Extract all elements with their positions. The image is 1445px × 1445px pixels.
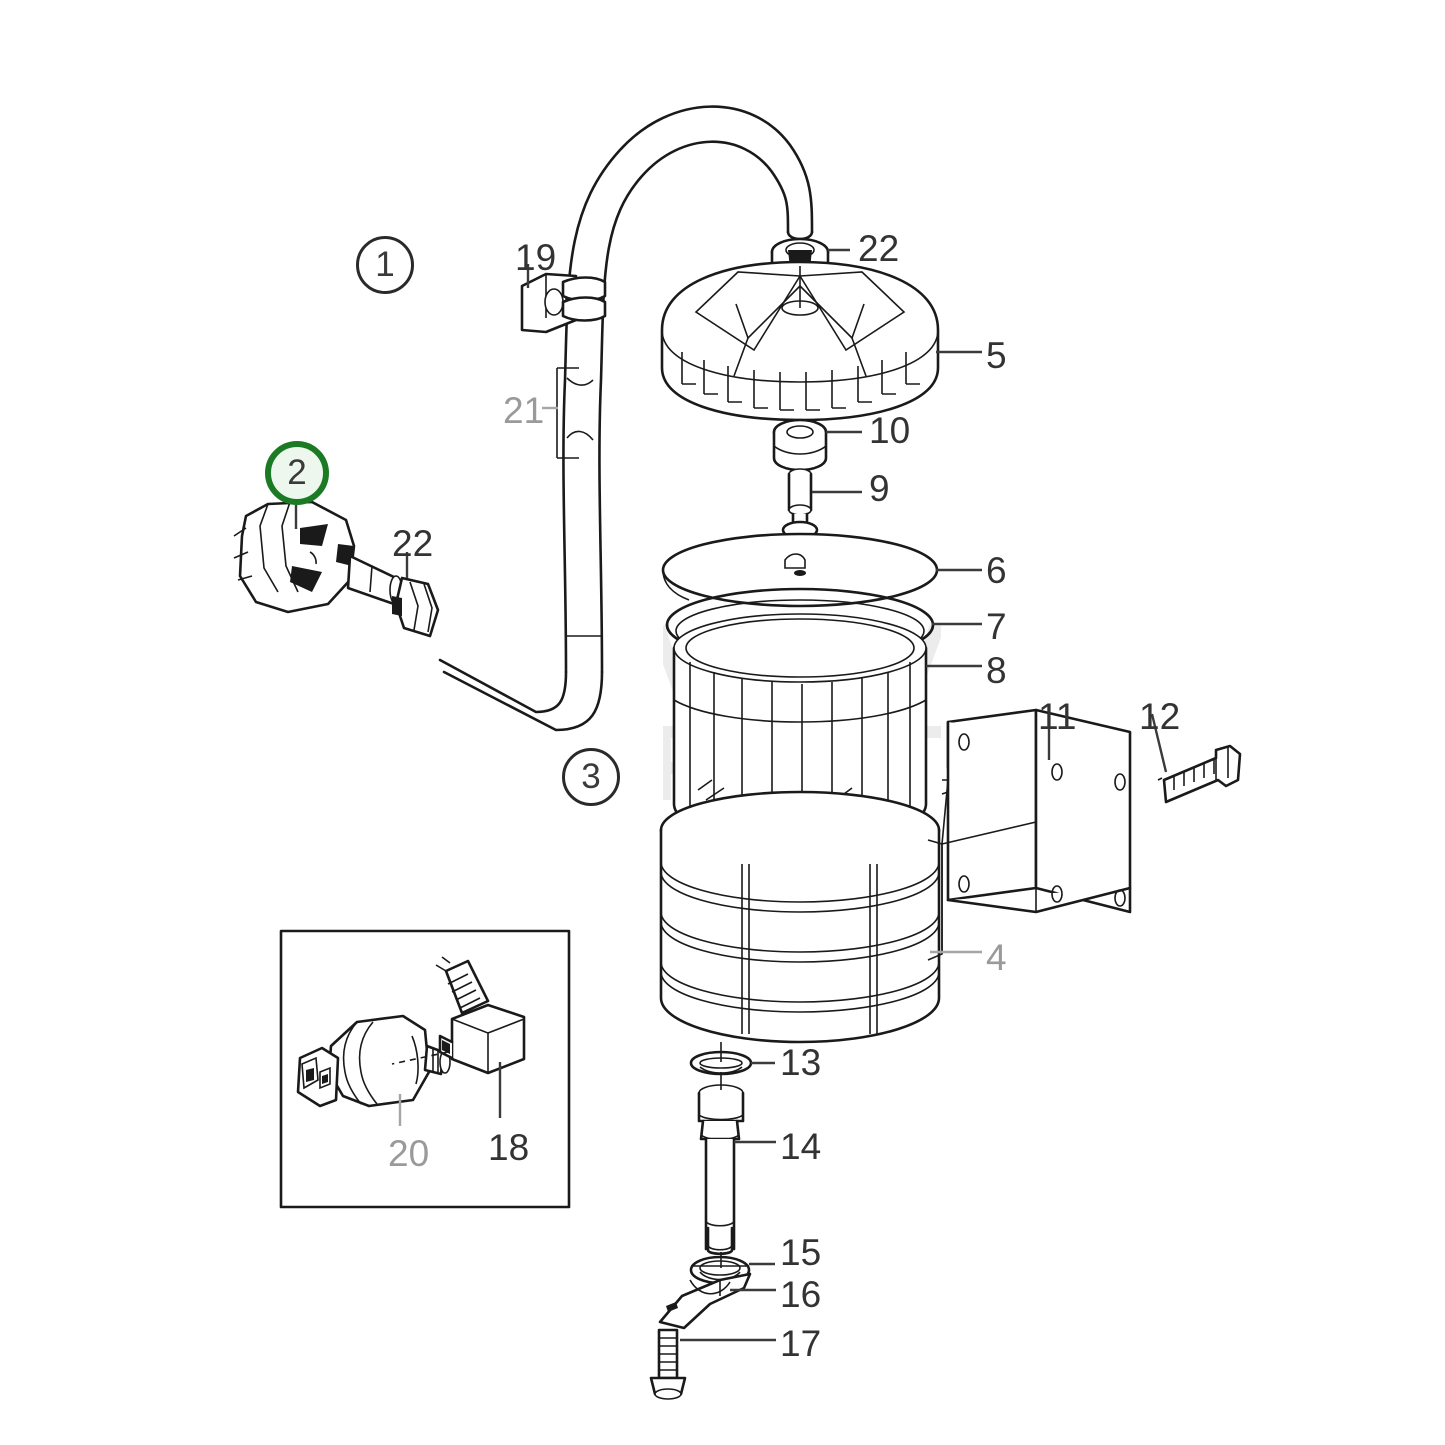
part-label-22-lower[interactable]: 22	[392, 523, 434, 564]
part-label-22-top[interactable]: 22	[858, 228, 900, 269]
hose-clamp-22-lower	[392, 576, 440, 638]
mounting-bracket-11	[941, 708, 1132, 914]
fuel-pump-2	[233, 500, 403, 614]
part-label-18[interactable]: 18	[488, 1127, 530, 1168]
hex-bolt-12	[1157, 744, 1242, 804]
part-label-4[interactable]: 4	[986, 937, 1007, 978]
part-label-13[interactable]: 13	[780, 1042, 822, 1083]
part-label-8[interactable]: 8	[986, 650, 1007, 691]
part-label-17[interactable]: 17	[780, 1323, 822, 1364]
hose-section-21	[556, 367, 594, 459]
drain-valve-14	[697, 1072, 745, 1268]
water-sensor-20	[296, 1014, 451, 1108]
cover-plate-6	[661, 532, 939, 608]
hose-clip-19	[520, 272, 607, 334]
part-label-16[interactable]: 16	[780, 1274, 822, 1315]
part-label-6[interactable]: 6	[986, 550, 1007, 591]
leader-lines	[294, 248, 1168, 1342]
part-label-11[interactable]: 11	[1038, 696, 1077, 737]
part-label-20[interactable]: 20	[388, 1133, 430, 1174]
filter-cap-5	[660, 260, 940, 422]
part-label-9[interactable]: 9	[869, 468, 890, 509]
part-label-5[interactable]: 5	[986, 335, 1007, 376]
retaining-clip-16	[658, 1272, 752, 1330]
sensor-detail-box	[279, 929, 571, 1209]
part-label-15[interactable]: 15	[780, 1232, 822, 1273]
part-label-7[interactable]: 7	[986, 606, 1007, 647]
part-label-21[interactable]: 21	[503, 390, 545, 431]
grommet-10	[772, 418, 828, 472]
callout-3[interactable]: 3	[562, 748, 620, 806]
fuel-hose	[438, 105, 814, 732]
callout-1[interactable]: 1	[356, 236, 414, 294]
part-label-10[interactable]: 10	[869, 410, 911, 451]
part-label-14[interactable]: 14	[780, 1126, 822, 1167]
filter-bowl-4	[659, 790, 943, 1044]
part-label-12[interactable]: 12	[1139, 696, 1181, 737]
angle-fitting-18	[391, 956, 526, 1075]
callout-2-highlighted[interactable]: 2	[265, 441, 329, 505]
screw-17	[649, 1328, 687, 1400]
part-label-19[interactable]: 19	[515, 237, 557, 278]
